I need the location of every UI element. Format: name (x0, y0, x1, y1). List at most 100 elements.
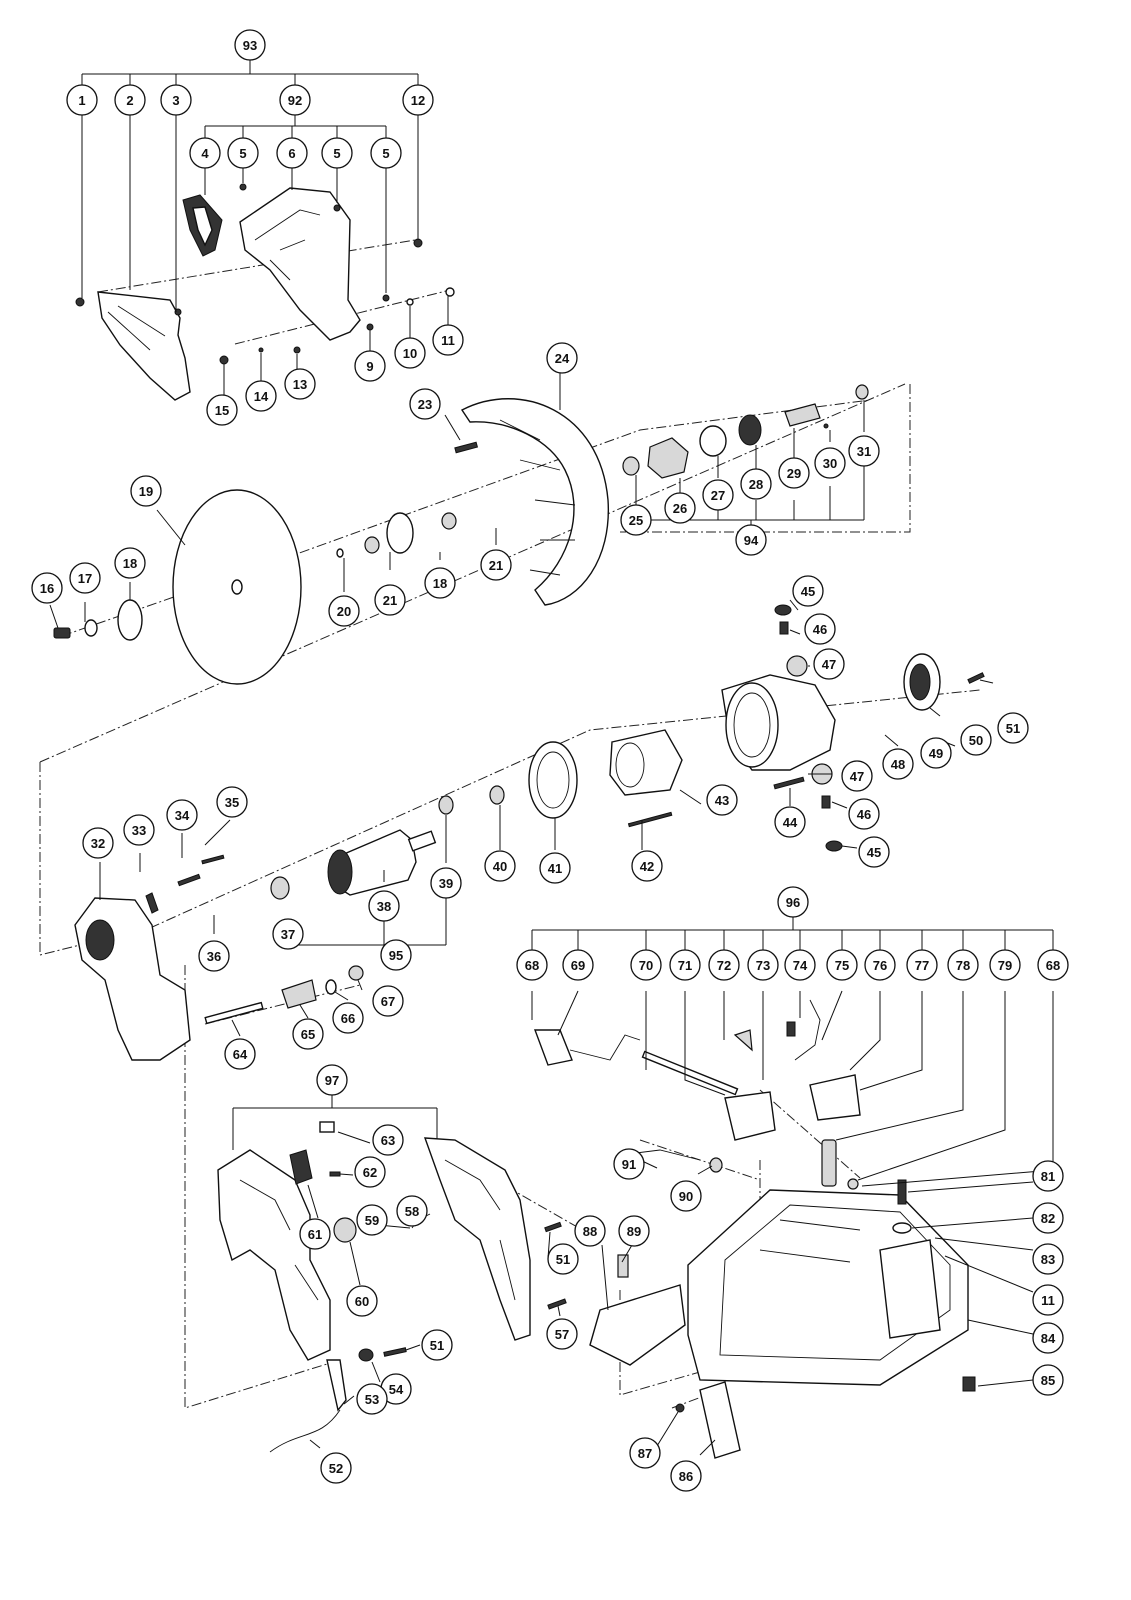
svg-text:9: 9 (366, 359, 373, 374)
svg-text:60: 60 (355, 1294, 369, 1309)
callout-96: 96 (777, 886, 809, 918)
callout-83: 83 (1032, 1243, 1064, 1275)
callout-13: 13 (284, 368, 316, 400)
svg-text:5: 5 (382, 146, 389, 161)
stator-part (609, 729, 683, 828)
svg-text:67: 67 (381, 994, 395, 1009)
bearing-37 (270, 876, 290, 900)
callout-32: 32 (82, 827, 114, 859)
callout-23: 23 (409, 388, 441, 420)
svg-text:86: 86 (679, 1469, 693, 1484)
callout-5-c: 5 (370, 137, 402, 169)
svg-text:46: 46 (813, 622, 827, 637)
callout-3: 3 (160, 84, 192, 116)
svg-text:47: 47 (850, 769, 864, 784)
svg-text:72: 72 (717, 958, 731, 973)
svg-text:68: 68 (525, 958, 539, 973)
handle-left-part (217, 1149, 331, 1361)
callout-2: 2 (114, 84, 146, 116)
callout-10: 10 (394, 337, 426, 369)
callout-17: 17 (69, 562, 101, 594)
svg-text:10: 10 (403, 346, 417, 361)
callout-53: 53 (356, 1383, 388, 1415)
svg-text:73: 73 (756, 958, 770, 973)
callout-30: 30 (814, 447, 846, 479)
svg-text:94: 94 (744, 533, 759, 548)
callout-12: 12 (402, 84, 434, 116)
switch-and-cord-parts (269, 1121, 567, 1453)
callout-60: 60 (346, 1285, 378, 1317)
outer-flange-part (117, 599, 143, 641)
svg-text:30: 30 (823, 456, 837, 471)
callout-66: 66 (332, 1002, 364, 1034)
callout-37: 37 (272, 918, 304, 950)
upper-guard-part (239, 187, 361, 341)
brush-holder-bottom (773, 763, 843, 852)
svg-text:57: 57 (555, 1327, 569, 1342)
svg-text:15: 15 (215, 403, 229, 418)
svg-text:6: 6 (288, 146, 295, 161)
callout-28: 28 (740, 468, 772, 500)
callout-57: 57 (546, 1318, 578, 1350)
callout-51-mid: 51 (547, 1243, 579, 1275)
svg-text:59: 59 (365, 1213, 379, 1228)
callout-21-a: 21 (374, 584, 406, 616)
callout-26: 26 (664, 492, 696, 524)
motor-housing-part (721, 674, 836, 771)
callout-46-top: 46 (804, 613, 836, 645)
svg-text:14: 14 (254, 389, 269, 404)
callout-48: 48 (882, 748, 914, 780)
vise-assembly (533, 999, 976, 1392)
svg-text:74: 74 (793, 958, 808, 973)
callout-92: 92 (279, 84, 311, 116)
callout-34: 34 (166, 799, 198, 831)
svg-text:62: 62 (363, 1165, 377, 1180)
callout-4: 4 (189, 137, 221, 169)
svg-text:63: 63 (381, 1133, 395, 1148)
svg-text:44: 44 (783, 815, 798, 830)
brush-holder-top (774, 604, 808, 677)
callout-88: 88 (574, 1215, 606, 1247)
bearing-40 (489, 785, 505, 805)
callout-67: 67 (372, 985, 404, 1017)
callout-29: 29 (778, 457, 810, 489)
svg-text:26: 26 (673, 501, 687, 516)
callout-18-right: 18 (424, 567, 456, 599)
fence-part (589, 1254, 686, 1366)
callout-73: 73 (747, 949, 779, 981)
svg-text:34: 34 (175, 808, 190, 823)
svg-text:46: 46 (857, 807, 871, 822)
wrench-part (675, 1381, 741, 1459)
svg-text:27: 27 (711, 488, 725, 503)
svg-text:23: 23 (418, 397, 432, 412)
callout-68-left: 68 (516, 949, 548, 981)
svg-text:4: 4 (201, 146, 209, 161)
svg-text:65: 65 (301, 1027, 315, 1042)
callout-6: 6 (276, 137, 308, 169)
callout-38: 38 (368, 890, 400, 922)
svg-text:28: 28 (749, 477, 763, 492)
callout-31: 31 (848, 435, 880, 467)
callout-18-left: 18 (114, 547, 146, 579)
svg-text:5: 5 (239, 146, 246, 161)
svg-text:83: 83 (1041, 1252, 1055, 1267)
svg-text:96: 96 (786, 895, 800, 910)
callout-59: 59 (356, 1204, 388, 1236)
saw-blade-hole (231, 579, 243, 595)
callout-86: 86 (670, 1460, 702, 1492)
svg-text:88: 88 (583, 1224, 597, 1239)
callout-90: 90 (670, 1180, 702, 1212)
svg-text:21: 21 (383, 593, 397, 608)
inner-flange-part (386, 512, 414, 554)
callout-77: 77 (906, 949, 938, 981)
svg-text:64: 64 (233, 1047, 248, 1062)
callout-11-bottom: 11 (1032, 1284, 1064, 1316)
callout-79: 79 (989, 949, 1021, 981)
svg-text:43: 43 (715, 793, 729, 808)
svg-text:19: 19 (139, 484, 153, 499)
callout-71: 71 (669, 949, 701, 981)
svg-text:68: 68 (1046, 958, 1060, 973)
callout-72: 72 (708, 949, 740, 981)
svg-text:11: 11 (441, 333, 455, 348)
svg-text:21: 21 (489, 558, 503, 573)
